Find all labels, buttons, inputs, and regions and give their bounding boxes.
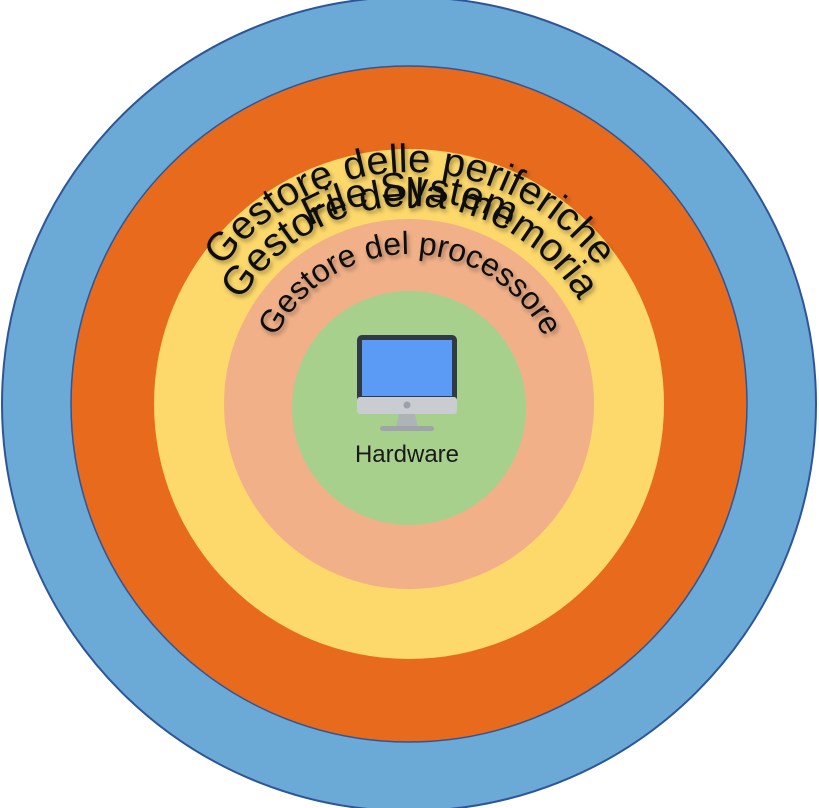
hardware-label: Hardware (355, 441, 459, 468)
computer-monitor-icon (357, 335, 457, 431)
